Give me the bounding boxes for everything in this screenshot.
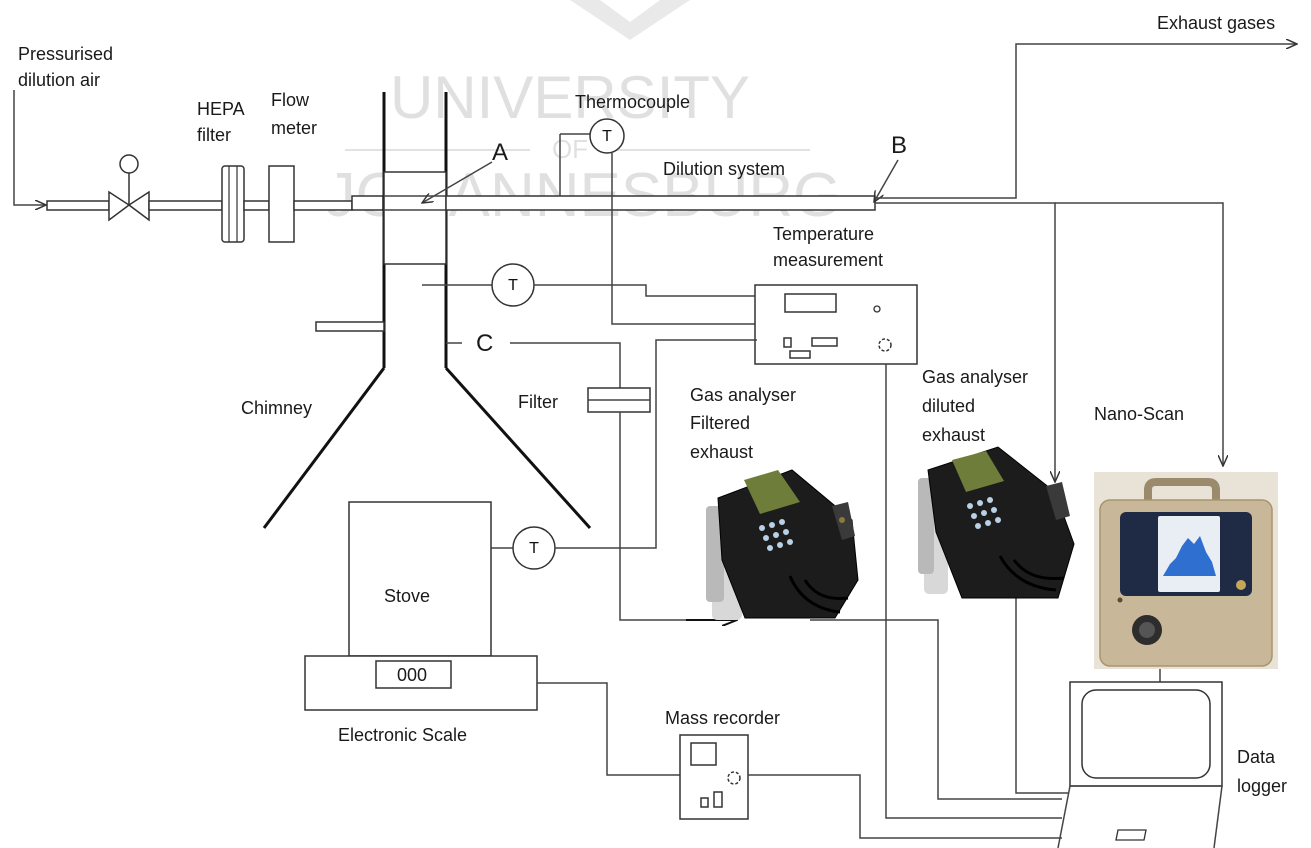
valve-outlet-pipe <box>149 201 222 210</box>
label-gas-filtered-line-3: exhaust <box>690 442 753 462</box>
label-gas-diluted-line-1: Gas analyser <box>922 367 1028 387</box>
chimney-side-port <box>316 322 384 331</box>
label-scale-display: 000 <box>397 665 427 685</box>
label-gas-filtered-line-1: Gas analyser <box>690 385 796 405</box>
point-b-arrow <box>874 160 898 202</box>
data-logger-laptop <box>1058 682 1222 848</box>
label-filter: Filter <box>518 392 558 412</box>
gas-analyser-filtered-device <box>706 470 858 620</box>
temperature-measurement-unit <box>755 285 917 364</box>
label-hepa-line-1: HEPA <box>197 99 245 119</box>
exhaust-gases-line <box>875 44 1297 198</box>
nano-scan-device <box>1094 472 1278 669</box>
gas-analyser-diluted-device <box>918 447 1074 598</box>
hepa-filter-icon <box>222 166 244 242</box>
filter-icon <box>588 388 650 412</box>
inlet-pipe <box>47 201 109 210</box>
label-nano-scan: Nano-Scan <box>1094 404 1184 424</box>
flow-meter-outlet-pipe <box>294 201 352 210</box>
watermark-line-2: OF <box>552 134 588 164</box>
stove-box <box>349 502 491 656</box>
mass-recorder-unit <box>680 735 748 819</box>
thermocouple-stove-symbol: T <box>529 540 539 557</box>
dilution-section <box>384 172 446 264</box>
label-chimney: Chimney <box>241 398 312 418</box>
label-point-b: B <box>891 132 907 159</box>
thermocouple-chimney-symbol: T <box>508 277 518 294</box>
label-point-a: A <box>492 139 508 166</box>
watermark-line-1: UNIVERSITY <box>390 64 750 131</box>
label-exhaust-gases: Exhaust gases <box>1157 13 1275 33</box>
chimney <box>264 92 590 528</box>
label-thermocouple: Thermocouple <box>575 92 690 112</box>
label-data-logger-line-2: logger <box>1237 776 1287 796</box>
dilution-system-tube <box>446 196 875 210</box>
label-gas-diluted-line-2: diluted <box>922 396 975 416</box>
label-pressurised-line-2: dilution air <box>18 70 100 90</box>
label-gas-diluted-line-3: exhaust <box>922 425 985 445</box>
diluted-analyser-to-logger <box>1016 598 1068 793</box>
label-pressurised-line-1: Pressurised <box>18 44 113 64</box>
label-mass-recorder: Mass recorder <box>665 708 780 728</box>
air-inlet-line <box>14 90 46 205</box>
label-gas-filtered-line-2: Filtered <box>690 413 750 433</box>
mass-recorder-to-logger <box>748 775 1062 838</box>
label-point-c: C <box>476 330 493 357</box>
valve-icon <box>109 155 149 220</box>
label-stove: Stove <box>384 586 430 606</box>
label-electronic-scale: Electronic Scale <box>338 725 467 745</box>
label-hepa-line-2: filter <box>197 125 231 145</box>
label-temperature-line-1: Temperature <box>773 224 874 244</box>
label-data-logger-line-1: Data <box>1237 747 1276 767</box>
nano-scan-feed <box>1055 203 1223 466</box>
hepa-outlet-pipe <box>244 201 269 210</box>
thermocouple-dilution-symbol: T <box>602 128 612 145</box>
label-dilution-system: Dilution system <box>663 159 785 179</box>
flow-meter-icon <box>269 166 294 242</box>
label-flow-line-1: Flow <box>271 90 310 110</box>
dilution-injection-stub <box>352 196 383 210</box>
label-temperature-line-2: measurement <box>773 250 883 270</box>
filtered-analyser-to-logger <box>810 620 1062 799</box>
watermark-logo <box>570 0 690 40</box>
label-flow-line-2: meter <box>271 118 317 138</box>
